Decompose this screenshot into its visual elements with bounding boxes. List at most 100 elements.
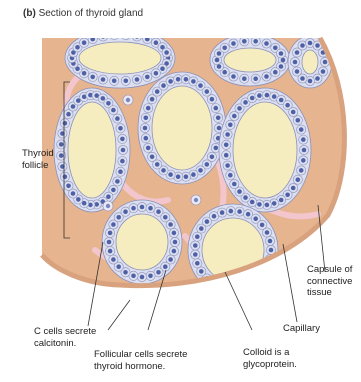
cell-nucleus: [116, 264, 121, 269]
cell-nucleus: [264, 74, 269, 79]
cell-nucleus: [323, 60, 328, 65]
cell-nucleus: [123, 209, 128, 214]
cell-nucleus: [205, 219, 210, 224]
cell-nucleus: [228, 173, 233, 178]
cell-nucleus: [220, 210, 225, 215]
cell-nucleus: [116, 215, 121, 220]
cell-nucleus: [172, 231, 177, 236]
cell-nucleus: [279, 98, 284, 103]
cell-nucleus: [59, 142, 64, 147]
cell-nucleus: [140, 205, 145, 210]
cell-nucleus: [265, 265, 270, 270]
cell-nucleus: [285, 103, 290, 108]
cell-nucleus: [217, 64, 222, 69]
cell-nucleus: [257, 202, 262, 207]
cell-nucleus: [302, 148, 307, 153]
cell-nucleus: [315, 76, 320, 81]
cell-nucleus: [265, 93, 270, 98]
cell-nucleus: [301, 137, 306, 142]
cell-nucleus: [150, 155, 155, 160]
cell-nucleus: [63, 121, 68, 126]
cell-nucleus: [145, 75, 150, 80]
cell-nucleus: [300, 76, 305, 81]
cell-nucleus: [198, 83, 203, 88]
cell-nucleus: [217, 126, 222, 131]
cell-nucleus: [272, 94, 277, 99]
cell-nucleus: [124, 79, 129, 84]
cell-nucleus: [161, 83, 166, 88]
cell-nucleus: [198, 168, 203, 173]
follicular-cell: [244, 281, 253, 290]
cell-nucleus: [71, 191, 76, 196]
cell-nucleus: [281, 58, 286, 63]
cell-nucleus: [66, 112, 71, 117]
cell-nucleus: [220, 285, 225, 290]
cell-nucleus: [124, 33, 129, 38]
cell-nucleus: [184, 174, 189, 179]
cell-nucleus: [217, 51, 222, 56]
cell-nucleus: [272, 201, 277, 206]
cell-nucleus: [296, 118, 301, 123]
follicular-cell: [251, 277, 260, 286]
cell-nucleus: [265, 230, 270, 235]
cell-nucleus: [229, 209, 234, 214]
cell-nucleus: [224, 153, 229, 158]
cell-nucleus: [106, 194, 111, 199]
cell-nucleus: [273, 70, 278, 75]
cell-nucleus: [237, 286, 242, 291]
cell-nucleus: [205, 89, 210, 94]
cell-nucleus: [168, 257, 173, 262]
c-cell-nucleus: [106, 204, 110, 208]
cell-nucleus: [253, 216, 258, 221]
cell-nucleus: [154, 40, 159, 45]
cell-nucleus: [160, 66, 165, 71]
cell-nucleus: [257, 93, 262, 98]
cell-nucleus: [299, 168, 304, 173]
c-cells-line-2: calcitonin.: [34, 338, 96, 350]
cell-nucleus: [250, 200, 255, 205]
cell-nucleus: [195, 234, 200, 239]
cell-nucleus: [199, 269, 204, 274]
cell-nucleus: [216, 116, 221, 121]
cell-nucleus: [120, 159, 125, 164]
cell-nucleus: [168, 172, 173, 177]
cell-nucleus: [222, 46, 227, 51]
cell-nucleus: [161, 168, 166, 173]
cell-nucleus: [214, 146, 219, 151]
cell-nucleus: [295, 69, 300, 74]
thyroid-follicle: [138, 72, 226, 184]
thyroid-follicle-line-1: Thyroid: [22, 148, 54, 160]
cell-nucleus: [140, 275, 145, 280]
cell-nucleus: [222, 70, 227, 75]
cell-nucleus: [308, 41, 313, 46]
colloid: [68, 102, 116, 198]
cell-nucleus: [71, 104, 76, 109]
cell-nucleus: [150, 97, 155, 102]
cell-nucleus: [101, 34, 106, 39]
thyroid-follicle-label: Thyroid follicle: [22, 148, 54, 171]
cell-nucleus: [63, 174, 68, 179]
cell-nucleus: [146, 106, 151, 111]
cell-nucleus: [279, 51, 284, 56]
cell-nucleus: [135, 77, 140, 82]
cell-nucleus: [115, 116, 120, 121]
cell-nucleus: [155, 162, 160, 167]
thyroid-follicle: [65, 28, 175, 88]
cell-nucleus: [191, 172, 196, 177]
cell-nucleus: [273, 46, 278, 51]
cell-nucleus: [115, 179, 120, 184]
follicular-cells-line-2: thyroid hormone.: [94, 361, 187, 373]
cell-nucleus: [253, 76, 258, 81]
cell-nucleus: [168, 222, 173, 227]
cell-nucleus: [123, 270, 128, 275]
cell-nucleus: [82, 40, 87, 45]
cell-nucleus: [120, 137, 125, 142]
cell-nucleus: [168, 79, 173, 84]
cell-nucleus: [225, 132, 230, 137]
follicular-cell: [110, 31, 119, 40]
cell-nucleus: [66, 184, 71, 189]
follicular-cell: [121, 31, 130, 40]
cell-nucleus: [184, 77, 189, 82]
cell-nucleus: [111, 257, 116, 262]
cell-nucleus: [260, 223, 265, 228]
